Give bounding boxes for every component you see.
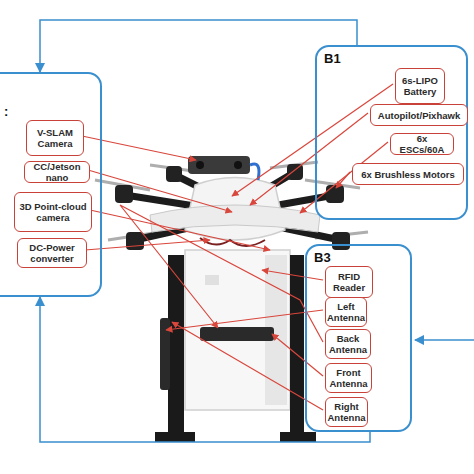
component-label: Autopilot/Pixhawk bbox=[378, 110, 460, 121]
group-box: B1 6s-LIPO BatteryAutopilot/Pixhawk 6x ESC… bbox=[315, 45, 468, 220]
component-box: RFID Reader bbox=[325, 266, 373, 298]
component-label: Left Antenna bbox=[327, 301, 365, 323]
component-label: RFID Reader bbox=[328, 271, 370, 293]
connector bbox=[40, 297, 370, 442]
group-title: B3 bbox=[314, 250, 331, 265]
camera-lens bbox=[234, 161, 242, 169]
group-title: B1 bbox=[324, 51, 341, 66]
leader-lines bbox=[82, 84, 393, 410]
component-label: 6x ESCs/60A bbox=[393, 133, 451, 155]
component-label: V-SLAM Camera bbox=[29, 127, 81, 149]
component-box: V-SLAM Camera bbox=[26, 120, 84, 156]
top-camera bbox=[188, 156, 250, 174]
component-label: 6s-LIPO Battery bbox=[398, 75, 442, 97]
component-box: Front Antenna bbox=[325, 363, 372, 393]
component-label: CC/Jetson nano bbox=[27, 161, 87, 183]
group-title: : bbox=[4, 104, 8, 119]
component-box: Right Antenna bbox=[325, 397, 368, 427]
component-box: Left Antenna bbox=[325, 297, 367, 327]
component-box: Back Antenna bbox=[325, 329, 371, 359]
legs bbox=[155, 255, 316, 442]
component-box: 6x Brushless Motors bbox=[352, 163, 464, 185]
component-box: DC-Power converter bbox=[17, 238, 87, 268]
connector bbox=[40, 20, 357, 72]
left-antenna-bar bbox=[160, 318, 170, 390]
component-box: Autopilot/Pixhawk bbox=[370, 104, 468, 126]
payload-label bbox=[205, 275, 219, 285]
body-wing bbox=[150, 205, 320, 232]
component-box: 6x ESCs/60A bbox=[390, 133, 454, 155]
component-box: 3D Point-cloud camera bbox=[14, 192, 92, 232]
component-box: CC/Jetson nano bbox=[24, 161, 90, 183]
group-box: B3RFID ReaderLeft AntennaBack AntennaFro… bbox=[305, 244, 412, 432]
component-label: Back Antenna bbox=[328, 333, 368, 355]
component-label: 3D Point-cloud camera bbox=[17, 201, 89, 223]
component-label: Front Antenna bbox=[328, 367, 369, 389]
payload-box bbox=[185, 250, 290, 410]
input-arrow bbox=[415, 339, 474, 341]
component-label: DC-Power converter bbox=[20, 242, 84, 264]
group-box: : V-SLAM CameraCC/Jetson nano 3D Point-clo… bbox=[0, 72, 102, 297]
camera-lens bbox=[196, 161, 204, 169]
component-box: 6s-LIPO Battery bbox=[395, 68, 445, 104]
component-label: Right Antenna bbox=[328, 401, 366, 423]
component-label: 6x Brushless Motors bbox=[361, 169, 454, 180]
front-antenna-bar bbox=[200, 327, 274, 341]
